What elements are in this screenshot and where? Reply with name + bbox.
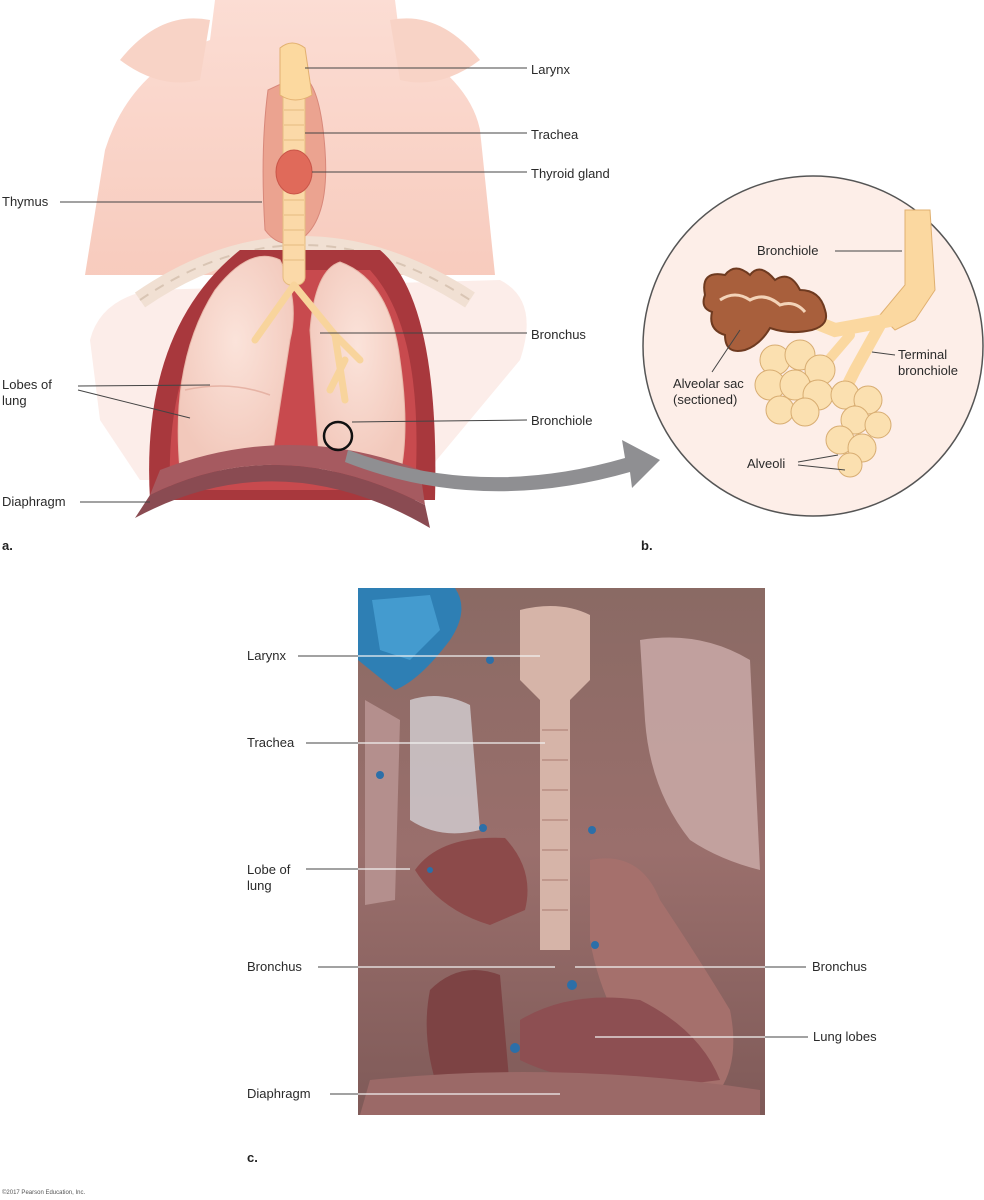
- right-forelimb: [390, 18, 480, 83]
- panel-c-leaders: [358, 655, 765, 1095]
- thyroid-gland: [275, 149, 313, 195]
- label-bronchus-a: Bronchus: [531, 327, 586, 342]
- label-lobes-of-lung: Lobes of lung: [2, 377, 52, 408]
- label-trachea-c: Trachea: [247, 735, 295, 750]
- label-bronchus-c-right: Bronchus: [812, 959, 867, 974]
- label-terminal-bronchiole: Terminal bronchiole: [898, 347, 958, 378]
- label-trachea-a: Trachea: [531, 127, 579, 142]
- panel-b-leaders: [711, 250, 902, 471]
- panel-a-leaders: [60, 67, 528, 503]
- zoom-arrow: [345, 440, 660, 492]
- bronchi: [251, 281, 364, 404]
- panel-c-photo: [358, 588, 765, 1115]
- copyright-notice: ©2017 Pearson Education, Inc.: [2, 1190, 86, 1196]
- left-forelimb: [120, 18, 210, 83]
- label-bronchiole-b: Bronchiole: [757, 243, 819, 258]
- panel-a-illustration: [85, 0, 660, 528]
- bronchiole-focus-circle: [322, 420, 354, 452]
- label-larynx-a: Larynx: [531, 62, 571, 77]
- label-bronchus-c-left: Bronchus: [247, 959, 302, 974]
- label-lobe-of-lung: Lobe of lung: [247, 862, 291, 893]
- label-alveoli: Alveoli: [747, 456, 786, 471]
- label-alveolar-sac: Alveolar sac (sectioned): [673, 376, 744, 407]
- panel-letter-b: b.: [641, 538, 653, 553]
- magnified-circle: [642, 175, 984, 517]
- label-thymus: Thymus: [2, 194, 49, 209]
- label-bronchiole-a: Bronchiole: [531, 413, 593, 428]
- bronchiole-tube: [879, 209, 936, 331]
- label-lung-lobes: Lung lobes: [813, 1029, 877, 1044]
- alveoli-clusters: [754, 339, 892, 478]
- panel-letter-a: a.: [2, 538, 13, 553]
- panel-letter-c: c.: [247, 1150, 258, 1165]
- diaphragm: [135, 464, 430, 528]
- larynx: [279, 42, 313, 101]
- panel-b-illustration: [642, 175, 984, 517]
- label-diaphragm-c: Diaphragm: [247, 1086, 311, 1101]
- label-thyroid-gland: Thyroid gland: [531, 166, 610, 181]
- alveolar-sac-sectioned: [702, 267, 828, 352]
- label-larynx-c: Larynx: [247, 648, 287, 663]
- left-lung: [177, 255, 294, 471]
- label-diaphragm-a: Diaphragm: [2, 494, 66, 509]
